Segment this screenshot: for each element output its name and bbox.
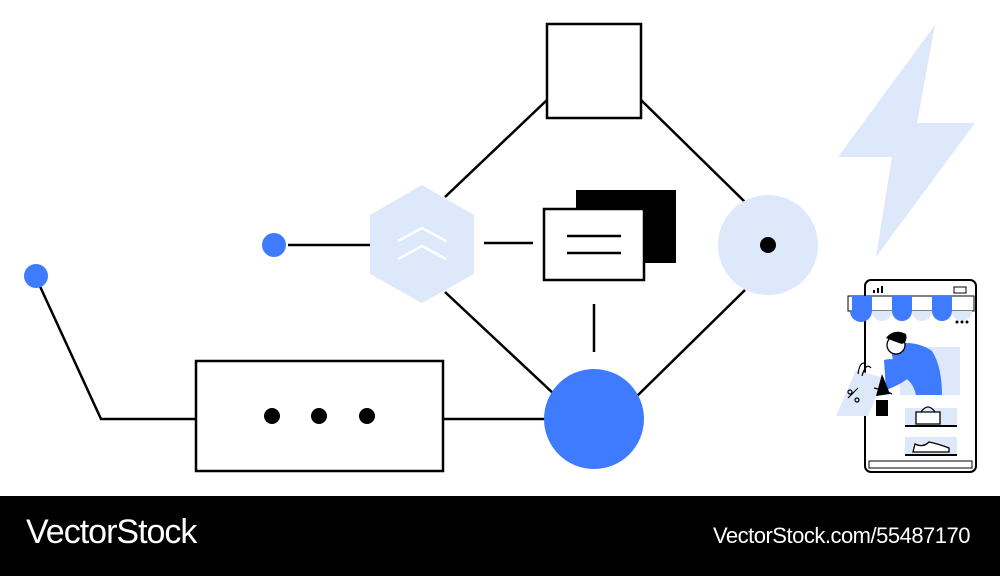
more-horizontal-icon xyxy=(194,359,445,473)
battery-icon xyxy=(953,286,967,294)
shopper-figure xyxy=(873,331,942,416)
handbag-icon xyxy=(915,406,941,425)
hexagon-node xyxy=(370,185,474,303)
lightning-bolt-icon xyxy=(838,25,975,257)
diagram-artwork xyxy=(24,22,977,473)
blue-dot-hexagon xyxy=(262,233,286,257)
watermark-brand: VectorStock xyxy=(26,513,197,551)
watermark-image-id: VectorStock.com/55487170 xyxy=(712,523,971,548)
online-store-phone xyxy=(836,279,977,473)
blue-circle-node xyxy=(544,369,644,469)
connector-circle-bottom xyxy=(634,289,746,399)
connector-left-path xyxy=(36,281,197,421)
connector-top-left xyxy=(444,99,548,198)
chevrons-up-icon xyxy=(397,226,447,261)
document-stack-icon xyxy=(542,190,676,282)
shoe-icon xyxy=(912,441,950,453)
blue-dot-start xyxy=(24,264,48,288)
watermark-footer: VectorStock VectorStock.com/55487170 xyxy=(0,496,1000,576)
right-circle-node xyxy=(718,195,818,295)
top-square-node xyxy=(545,22,643,120)
store-awning xyxy=(847,295,975,324)
signal-icon xyxy=(873,286,883,293)
connector-hexagon-bottom xyxy=(444,291,556,396)
connector-top-right xyxy=(640,99,746,203)
shopping-bag xyxy=(836,370,884,416)
connector-lines xyxy=(36,99,746,421)
